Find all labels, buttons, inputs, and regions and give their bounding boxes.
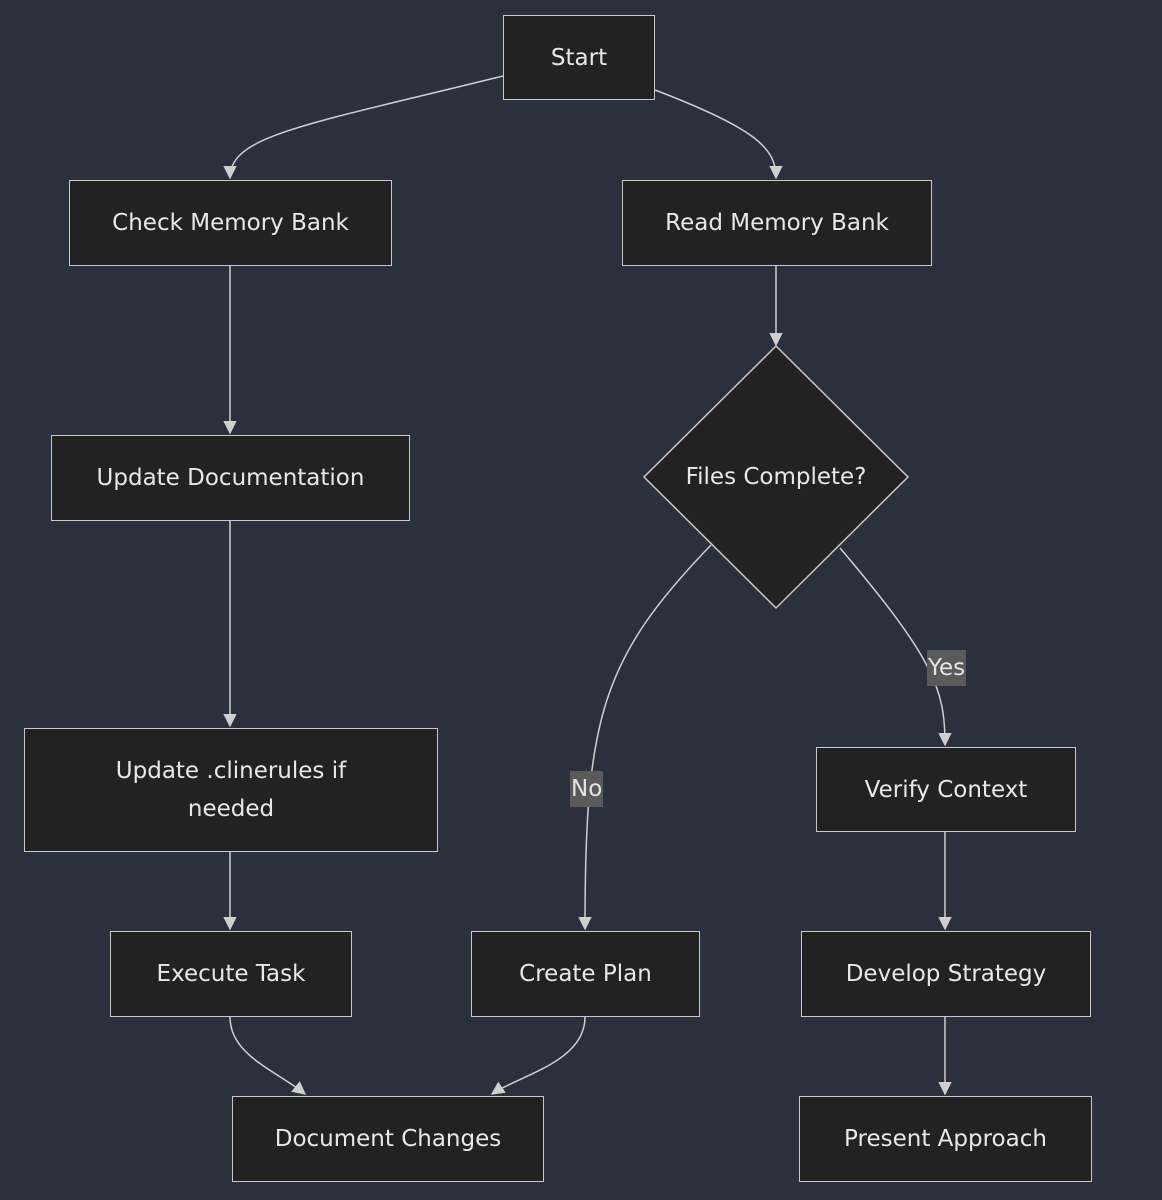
update-documentation-label: Update Documentation (96, 465, 365, 491)
update-clinerules-label-line2: needed (187, 796, 275, 822)
edge-start-to-read-memory-bank (654, 89, 783, 180)
edge-files-complete-to-verify-context (839, 547, 952, 747)
read-memory-bank-label: Read Memory Bank (665, 210, 889, 236)
edge-execute-task-to-document-changes (229, 1016, 307, 1095)
document-changes-label: Document Changes (274, 1126, 502, 1152)
files-complete-label-wrap: Files Complete? (660, 457, 892, 497)
files-complete-label: Files Complete? (685, 464, 867, 490)
update-clinerules-label-line1: Update .clinerules if (115, 758, 347, 784)
start-label: Start (550, 44, 608, 71)
check-memory-bank-node: Check Memory Bank (69, 180, 392, 266)
develop-strategy-node: Develop Strategy (801, 931, 1091, 1017)
document-changes-node: Document Changes (232, 1096, 544, 1182)
create-plan-label: Create Plan (519, 961, 652, 987)
present-approach-node: Present Approach (799, 1096, 1092, 1182)
execute-task-label: Execute Task (156, 961, 306, 987)
develop-strategy-label: Develop Strategy (845, 961, 1047, 987)
edge-start-to-check-memory-bank (223, 75, 504, 180)
update-clinerules-node: Update .clinerules if needed (24, 728, 438, 852)
files-complete-decision (642, 344, 910, 610)
edge-label-no: No (570, 771, 604, 807)
verify-context-node: Verify Context (816, 747, 1076, 832)
edge-create-plan-to-document-changes (490, 1016, 586, 1095)
edge-files-complete-to-create-plan (578, 544, 712, 931)
present-approach-label: Present Approach (844, 1126, 1047, 1152)
check-memory-bank-label: Check Memory Bank (112, 210, 349, 236)
update-documentation-node: Update Documentation (51, 435, 410, 521)
execute-task-node: Execute Task (110, 931, 352, 1017)
verify-context-label: Verify Context (864, 776, 1028, 803)
read-memory-bank-node: Read Memory Bank (622, 180, 932, 266)
create-plan-node: Create Plan (471, 931, 700, 1017)
start-node: Start (503, 15, 655, 100)
edge-label-yes: Yes (927, 650, 967, 686)
